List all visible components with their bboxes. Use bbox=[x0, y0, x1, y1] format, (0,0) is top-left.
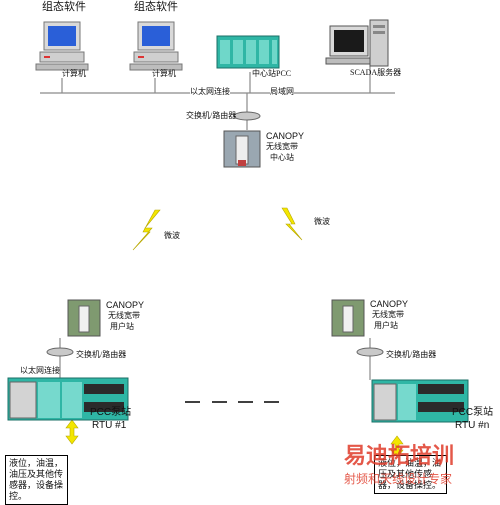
microwave-lightning-icon-left bbox=[132, 209, 161, 251]
switch-router-icon-left bbox=[46, 347, 74, 357]
switch-label-right: 交换机/路由器 bbox=[386, 350, 437, 359]
central-pcc-label: 中心站PCC bbox=[252, 69, 292, 78]
canopy-central-line3: 中心站 bbox=[270, 153, 294, 162]
microwave-label-left: 微波 bbox=[164, 231, 180, 240]
switch-label-top: 交换机/路由器 bbox=[186, 111, 237, 120]
central-pcc-icon bbox=[216, 35, 280, 69]
canopy-user-left-title: CANOPY bbox=[106, 300, 145, 310]
lan-label: 局域网 bbox=[270, 87, 294, 96]
canopy-user-left-line2: 无线宽带 bbox=[108, 311, 140, 320]
software-label-left: 组态软件 bbox=[42, 1, 86, 13]
sensor-note-right: 液位，油温，油压及其他传感器，设备操控。 bbox=[374, 455, 447, 494]
pcc-right-label-line1: PCC泵站 bbox=[452, 407, 494, 418]
pcc-left-label-line1: PCC泵站 bbox=[90, 407, 132, 418]
canopy-central-line2: 无线宽带 bbox=[266, 142, 298, 151]
microwave-lightning-icon-right bbox=[281, 207, 303, 241]
ethernet-label-left: 以太网连接 bbox=[20, 366, 60, 375]
microwave-label-right: 微波 bbox=[314, 217, 330, 226]
watermark-subtitle: 射频和天线设计专家 bbox=[344, 472, 453, 486]
switch-router-icon-right bbox=[356, 347, 384, 357]
switch-label-left: 交换机/路由器 bbox=[76, 350, 127, 359]
pcc-rtu-icon-left bbox=[7, 377, 129, 421]
bidirectional-arrow-icon-left bbox=[65, 419, 79, 445]
watermark-logo-text: 易迪拓培训 bbox=[344, 444, 455, 469]
canopy-central-title: CANOPY bbox=[266, 131, 305, 141]
canopy-central-station-icon bbox=[223, 130, 261, 168]
canopy-user-station-icon-right bbox=[331, 299, 365, 337]
canopy-user-right-title: CANOPY bbox=[370, 299, 409, 309]
canopy-user-station-icon-left bbox=[67, 299, 101, 337]
canopy-user-left-line3: 用户站 bbox=[110, 322, 134, 331]
computer-label-right: 计算机 bbox=[152, 69, 176, 78]
computer-icon-left bbox=[35, 21, 89, 71]
pcc-right-label-line2: RTU #n bbox=[455, 420, 490, 431]
sensor-note-left: 液位，油温，油压及其他传感器，设备操控。 bbox=[5, 455, 68, 505]
scada-server-icon bbox=[325, 19, 389, 67]
pcc-left-label-line2: RTU #1 bbox=[92, 420, 127, 431]
pcc-rtu-icon-right bbox=[371, 379, 469, 423]
canopy-user-right-line3: 用户站 bbox=[374, 321, 398, 330]
scada-server-label: SCADA服务器 bbox=[350, 68, 402, 77]
canopy-user-right-line2: 无线宽带 bbox=[372, 310, 404, 319]
ethernet-label-top: 以太网连接 bbox=[190, 87, 230, 96]
network-diagram-canvas bbox=[7, 19, 469, 459]
computer-icon-right bbox=[129, 21, 183, 71]
computer-label-left: 计算机 bbox=[62, 69, 86, 78]
switch-router-icon-top bbox=[233, 111, 261, 121]
software-label-right: 组态软件 bbox=[134, 1, 178, 13]
